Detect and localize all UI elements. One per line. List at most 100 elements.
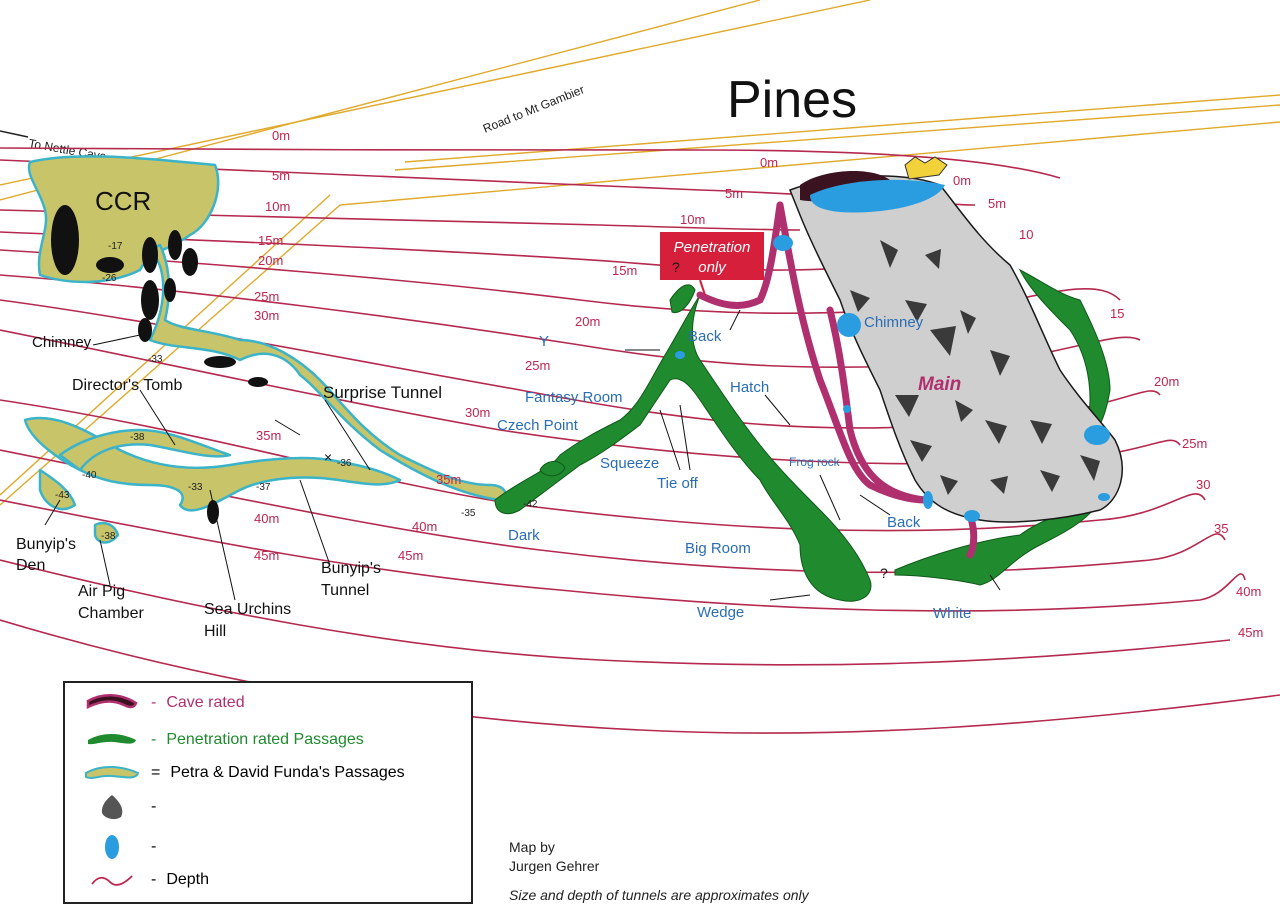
depth-l45m: 45m xyxy=(254,548,279,563)
credit: Map by Jurgen Gehrer xyxy=(509,838,599,876)
depth-m0m: 0m xyxy=(760,155,778,170)
depth-point-37: -37 xyxy=(256,482,271,493)
penetration-swatch-icon xyxy=(77,726,147,754)
dark-label: Dark xyxy=(508,527,540,544)
depth-r5m: 5m xyxy=(988,196,1006,211)
legend-item-funda: = Petra & David Funda's Passages xyxy=(77,759,405,787)
penetration-only-line1: Penetration xyxy=(674,239,751,256)
depth-l15m: 15m xyxy=(258,233,283,248)
legend-label-depth: Depth xyxy=(166,871,210,888)
depth-r45m: 45m xyxy=(1238,625,1263,640)
ccr-rocks xyxy=(51,205,268,524)
disclaimer-note: Size and depth of tunnels are approximat… xyxy=(509,887,809,903)
depth-point-40: -40 xyxy=(82,470,97,481)
bunyips-tunnel-label-2: Tunnel xyxy=(321,582,369,599)
depth-point-38: -38 xyxy=(130,432,145,443)
depth-l10m: 10m xyxy=(265,199,290,214)
legend-label-penetration: Penetration rated Passages xyxy=(166,731,364,748)
depth-l35m: 35m xyxy=(256,428,281,443)
bunyips-tunnel-label-1: Bunyip's xyxy=(321,560,381,577)
main-label: Main xyxy=(918,374,961,395)
legend-separator: - xyxy=(151,694,157,711)
legend-label-funda: Petra & David Funda's Passages xyxy=(170,764,405,781)
czech-point-label: Czech Point xyxy=(497,417,579,434)
depth-m25m: 25m xyxy=(525,358,550,373)
bunyips-den-label-2: Den xyxy=(16,557,45,574)
ccr-label: CCR xyxy=(95,186,151,216)
back-lower-label: Back xyxy=(887,514,921,531)
main-rocks xyxy=(850,240,1100,495)
legend-item-depth: - Depth xyxy=(77,866,209,894)
legend-separator: - xyxy=(151,871,157,888)
road-nettle-line xyxy=(0,130,29,138)
cave-rated-swatch-icon xyxy=(77,689,147,717)
depth-r10: 10 xyxy=(1019,227,1033,242)
directors-tomb-label: Director's Tomb xyxy=(72,377,182,394)
depth-point-35: -35 xyxy=(461,508,476,519)
squeeze-label: Squeeze xyxy=(600,455,659,472)
road-mt-gambier-label: Road to Mt Gambier xyxy=(481,82,586,135)
credit-line-1: Map by xyxy=(509,839,555,855)
surprise-tunnel-label: Surprise Tunnel xyxy=(323,383,442,402)
bunyips-den-label-1: Bunyip's xyxy=(16,536,76,553)
depth-l0m: 0m xyxy=(272,128,290,143)
legend-item-penetration: - Penetration rated Passages xyxy=(77,726,364,754)
fantasy-room-label: Fantasy Room xyxy=(525,389,623,406)
rock-swatch-icon xyxy=(77,793,147,821)
depth-point-17: -17 xyxy=(108,241,123,252)
directors-tomb-passage xyxy=(23,416,402,512)
funda-swatch-icon xyxy=(77,759,147,787)
credit-line-2: Jurgen Gehrer xyxy=(509,858,600,874)
depth-swatch-icon xyxy=(77,866,147,894)
white-label: White xyxy=(933,605,971,622)
legend: - Cave rated - Penetration rated Passage… xyxy=(63,681,473,904)
question-mark-2: ? xyxy=(880,565,888,581)
water-swatch-icon xyxy=(77,833,147,861)
hatch-label: Hatch xyxy=(730,379,769,396)
depth-r0m: 0m xyxy=(953,173,971,188)
legend-separator: - xyxy=(151,838,157,855)
loop-passage xyxy=(58,428,232,472)
depth-r20m: 20m xyxy=(1154,374,1179,389)
y-label: Y xyxy=(539,333,549,350)
penetration-only-line2: only xyxy=(698,259,727,276)
depth-m20m: 20m xyxy=(575,314,600,329)
chimney-left-label: Chimney xyxy=(32,334,92,351)
air-pig-label-1: Air Pig xyxy=(78,583,125,600)
frog-rock-label: Frog rock xyxy=(789,455,841,469)
legend-item-water: - xyxy=(77,833,166,861)
back-upper-label: Back xyxy=(688,328,722,345)
depth-m10m: 10m xyxy=(680,212,705,227)
depth-point-43: -43 xyxy=(55,490,70,501)
depth-point-38b: -38 xyxy=(101,531,116,542)
depth-m45m: 45m xyxy=(398,548,423,563)
depth-point-42: -42 xyxy=(523,499,538,510)
big-room-label: Big Room xyxy=(685,540,751,557)
depth-l25m: 25m xyxy=(254,289,279,304)
sea-urchins-label-1: Sea Urchins xyxy=(204,601,291,618)
wedge-label: Wedge xyxy=(697,604,744,621)
penetration-only-sign: Penetration only xyxy=(660,232,764,296)
depth-r15: 15 xyxy=(1110,306,1124,321)
legend-separator: = xyxy=(151,764,161,781)
depth-m40m: 40m xyxy=(412,519,437,534)
chimney-main-label: Chimney xyxy=(864,314,924,331)
depth-l5m: 5m xyxy=(272,168,290,183)
depth-l30m: 30m xyxy=(254,308,279,323)
depth-l40m: 40m xyxy=(254,511,279,526)
question-mark-1: ? xyxy=(672,259,680,275)
depth-point-33a: -33 xyxy=(148,354,163,365)
depth-r35: 35 xyxy=(1214,521,1228,536)
leader-lines xyxy=(44,309,1001,601)
legend-label-cave-rated: Cave rated xyxy=(166,694,245,711)
map-title: Pines xyxy=(727,71,858,129)
legend-separator: - xyxy=(151,798,157,815)
depth-point-26: -26 xyxy=(102,273,117,284)
sea-urchins-label-2: Hill xyxy=(204,623,226,640)
depth-m15m: 15m xyxy=(612,263,637,278)
water-pools xyxy=(675,179,1110,522)
tie-off-label: Tie off xyxy=(657,475,699,492)
depth-m5m: 5m xyxy=(725,186,743,201)
legend-separator: - xyxy=(151,731,157,748)
